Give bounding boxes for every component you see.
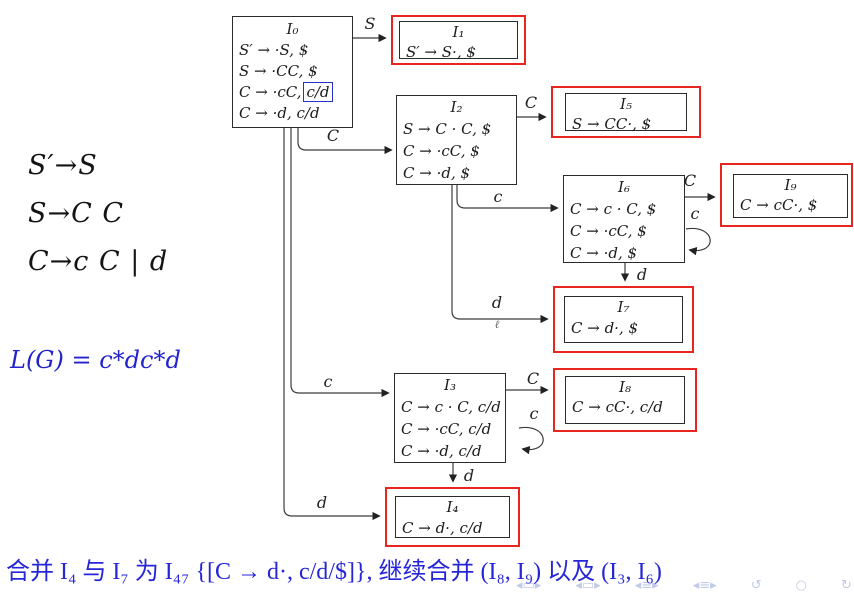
nav-frame-icon[interactable]: ◂▭▸	[575, 578, 601, 593]
state-title: I₆	[618, 178, 630, 196]
state-I8-highlight: I₈ C → cC·, c/d	[553, 368, 697, 432]
item-line: C → d·, $	[571, 319, 639, 337]
edge-label-S: S	[364, 14, 376, 33]
item-line: C → ·d, c/d	[239, 104, 320, 122]
lookahead-highlight-box: c/d	[303, 82, 333, 102]
state-title: I₄	[446, 498, 459, 516]
nav-search-icon[interactable]: ○	[795, 578, 807, 593]
edge-label-c2: c	[493, 187, 503, 206]
nav-symbols-bar: ◂▭▸ ◂▭▸ ◂≡▸ ◂≡▸ ↺ ○ ↻	[516, 578, 852, 593]
state-I4: I₄ C → d·, c/d	[395, 496, 510, 538]
item-line: C → ·d, $	[570, 244, 638, 262]
edge-label-C3: C	[683, 171, 697, 190]
grammar-rule-3: C→c C | d	[28, 246, 169, 277]
item-line: C → ·cC,c/d	[233, 82, 352, 103]
edge-i3-loop	[518, 426, 544, 455]
item-line: C → ·d, c/d	[401, 442, 482, 460]
state-title: I₅	[620, 95, 632, 113]
edge-label-c3: c	[690, 204, 700, 223]
item-line: C → ·d, $	[403, 164, 471, 182]
grammar-rule-2: S→C C	[28, 198, 125, 229]
nav-section-icon[interactable]: ◂≡▸	[692, 578, 717, 593]
item-line: S → CC·, $	[572, 115, 652, 133]
edge-i0-i4	[283, 128, 381, 521]
item-line: S′ → ·S, $	[239, 41, 309, 59]
edge-label-d4: d	[463, 466, 475, 485]
nav-slide-icon[interactable]: ◂▭▸	[516, 578, 542, 593]
item-line-prefix: C → ·cC,	[239, 83, 302, 101]
item-line: C → c · C, c/d	[401, 398, 501, 416]
item-line: C → cC·, c/d	[572, 398, 663, 416]
caption-merge-note: 合并 I₄ 与 I₇ 为 I₄₇ {[C → d·, c/d/$]}, 继续合并…	[6, 559, 662, 585]
edge-label-c1: c	[323, 372, 333, 391]
item-line: C → cC·, $	[740, 196, 818, 214]
state-I5: I₅ S → CC·, $	[565, 93, 687, 133]
state-title: I₇	[617, 298, 630, 316]
language-formula: L(G) = c*dc*d	[10, 346, 181, 374]
edge-i0-i2	[297, 128, 393, 155]
state-I1-highlight: I₁ S′ → S·, $	[391, 15, 526, 65]
state-I7: I₇ C → d·, $	[564, 296, 683, 343]
edge-i2-i6	[456, 185, 559, 213]
edge-label-C4: C	[526, 369, 540, 388]
edge-label-c4: c	[529, 404, 539, 423]
nav-back-icon[interactable]: ↺	[750, 578, 762, 593]
state-I2: I₂ S → C · C, $ C → ·cC, $ C → ·d, $	[396, 95, 517, 185]
state-title: I₁	[452, 23, 465, 41]
grammar-rule-1: S′→S	[28, 150, 98, 181]
state-I1: I₁ S′ → S·, $	[399, 21, 518, 61]
state-I5-highlight: I₅ S → CC·, $	[551, 86, 701, 138]
edge-label-C1: C	[326, 126, 340, 145]
state-I4-highlight: I₄ C → d·, c/d	[385, 487, 520, 547]
item-line: C → ·cC, $	[570, 222, 647, 240]
edge-label-d1: d	[316, 493, 328, 512]
state-I9-highlight: I₉ C → cC·, $	[720, 163, 853, 227]
edge-i6-loop	[685, 227, 711, 256]
state-title: I₂	[450, 98, 463, 116]
state-I0: I₀ S′ → ·S, $ S → ·CC, $ C → ·cC,c/d C →…	[232, 16, 353, 128]
nav-forward-icon[interactable]: ↻	[841, 578, 852, 593]
state-I9: I₉ C → cC·, $	[733, 174, 848, 218]
edge-label-d2: d	[491, 293, 503, 312]
edge-label-C2: C	[524, 93, 538, 112]
state-I7-highlight: I₇ C → d·, $	[553, 286, 694, 353]
item-line: C → d·, c/d	[402, 519, 483, 537]
state-title: I₉	[784, 176, 797, 194]
state-I6: I₆ C → c · C, $ C → ·cC, $ C → ·d, $	[563, 175, 685, 263]
edge-label-d3: d	[636, 265, 648, 284]
item-line: S′ → S·, $	[406, 43, 476, 61]
item-line: C → ·cC, $	[403, 142, 480, 160]
state-I8: I₈ C → cC·, c/d	[565, 376, 685, 424]
state-title: I₈	[619, 378, 631, 396]
state-I3: I₃ C → c · C, c/d C → ·cC, c/d C → ·d, c…	[394, 373, 506, 463]
item-line: C → c · C, $	[570, 200, 657, 218]
edge-i0-i3	[290, 128, 390, 398]
state-title: I₃	[444, 376, 456, 394]
item-line: S → ·CC, $	[239, 62, 318, 80]
edge-i2-i7	[451, 185, 549, 324]
nav-subsection-icon[interactable]: ◂≡▸	[634, 578, 659, 593]
item-line: S → C · C, $	[403, 120, 492, 138]
stray-mark: ℓ	[494, 318, 500, 331]
state-title: I₀	[286, 20, 299, 38]
item-line: C → ·cC, c/d	[401, 420, 492, 438]
